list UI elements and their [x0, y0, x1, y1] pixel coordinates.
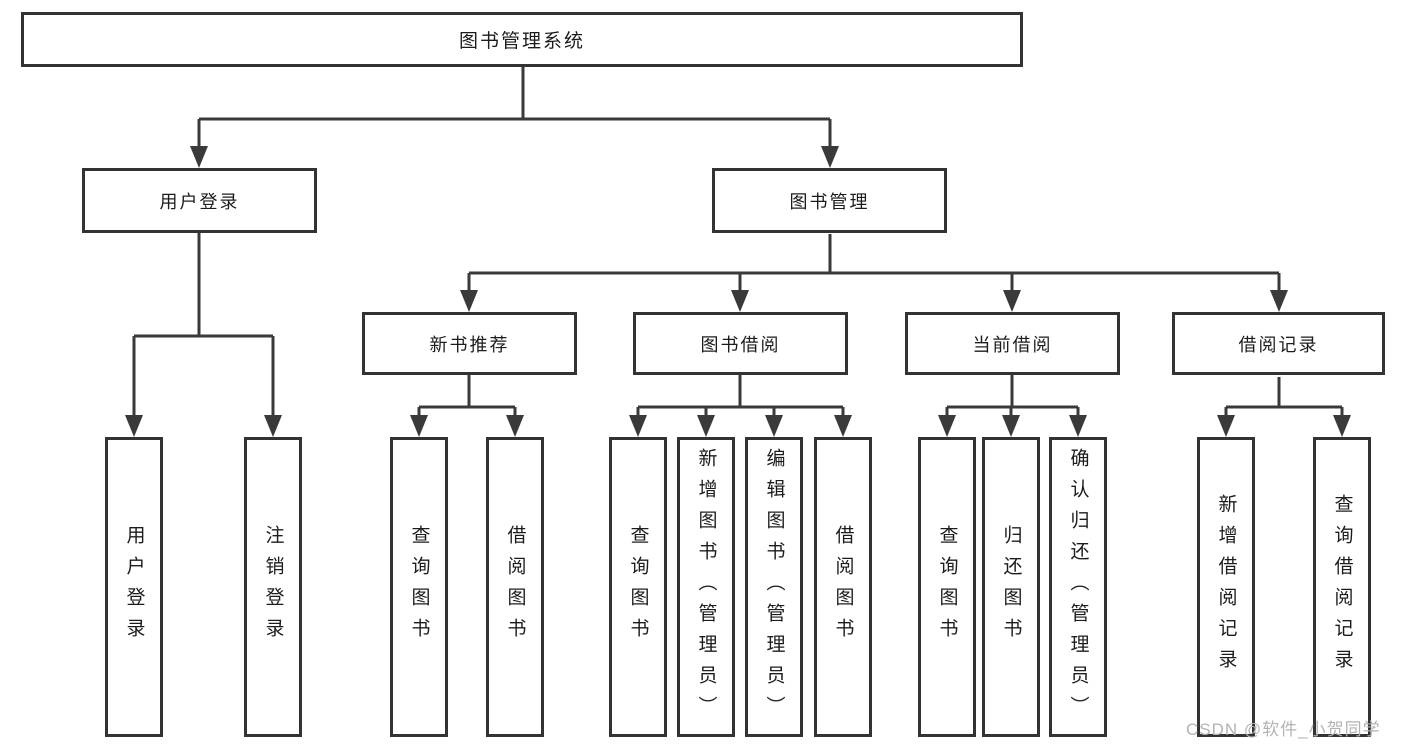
node-new-book-recommend: 新书推荐: [362, 312, 577, 375]
node-book-borrow: 图书借阅: [633, 312, 848, 375]
node-root-label: 图书管理系统: [458, 31, 585, 52]
node-borrow-records-label: 借阅记录: [1238, 334, 1319, 355]
node-user-login-label: 用户登录: [159, 191, 240, 212]
leaf-query-borrow-record: 查询借阅记录: [1313, 437, 1371, 737]
leaf-confirm-return-admin: 确认归还（管理员）: [1049, 437, 1107, 737]
leaf-borrow-books-recommend-label: 借阅图书: [504, 525, 526, 649]
leaf-user-login-label: 用户登录: [123, 525, 145, 649]
leaf-query-borrow-record-label: 查询借阅记录: [1331, 494, 1353, 680]
node-book-management: 图书管理: [712, 168, 947, 233]
leaf-add-borrow-record-label: 新增借阅记录: [1215, 494, 1237, 680]
leaf-return-book: 归还图书: [982, 437, 1040, 737]
leaf-logout: 注销登录: [244, 437, 302, 737]
leaf-borrow-books-recommend: 借阅图书: [486, 437, 544, 737]
csdn-watermark: CSDN @软件_小贺同学: [1186, 720, 1381, 739]
leaf-return-book-label: 归还图书: [1000, 525, 1022, 649]
node-book-management-label: 图书管理: [789, 191, 870, 212]
node-current-borrow-label: 当前借阅: [972, 334, 1053, 355]
node-user-login: 用户登录: [82, 168, 317, 233]
leaf-add-borrow-record: 新增借阅记录: [1197, 437, 1255, 737]
node-borrow-records: 借阅记录: [1172, 312, 1385, 375]
leaf-edit-book-admin: 编辑图书（管理员）: [745, 437, 803, 737]
leaf-borrow-books-label: 借阅图书: [832, 525, 854, 649]
node-new-book-recommend-label: 新书推荐: [429, 334, 510, 355]
node-book-borrow-label: 图书借阅: [700, 334, 781, 355]
leaf-user-login: 用户登录: [105, 437, 163, 737]
leaf-borrow-books: 借阅图书: [814, 437, 872, 737]
leaf-edit-book-admin-label: 编辑图书（管理员）: [763, 447, 785, 727]
leaf-query-books-current: 查询图书: [918, 437, 976, 737]
leaf-query-books-current-label: 查询图书: [936, 525, 958, 649]
node-current-borrow: 当前借阅: [905, 312, 1120, 375]
node-root: 图书管理系统: [21, 12, 1023, 67]
leaf-query-books-borrow-label: 查询图书: [627, 525, 649, 649]
leaf-query-books-recommend-label: 查询图书: [408, 525, 430, 649]
leaf-logout-label: 注销登录: [262, 525, 284, 649]
leaf-add-book-admin: 新增图书（管理员）: [677, 437, 735, 737]
leaf-add-book-admin-label: 新增图书（管理员）: [695, 447, 717, 727]
leaf-query-books-borrow: 查询图书: [609, 437, 667, 737]
leaf-confirm-return-admin-label: 确认归还（管理员）: [1067, 447, 1089, 727]
leaf-query-books-recommend: 查询图书: [390, 437, 448, 737]
